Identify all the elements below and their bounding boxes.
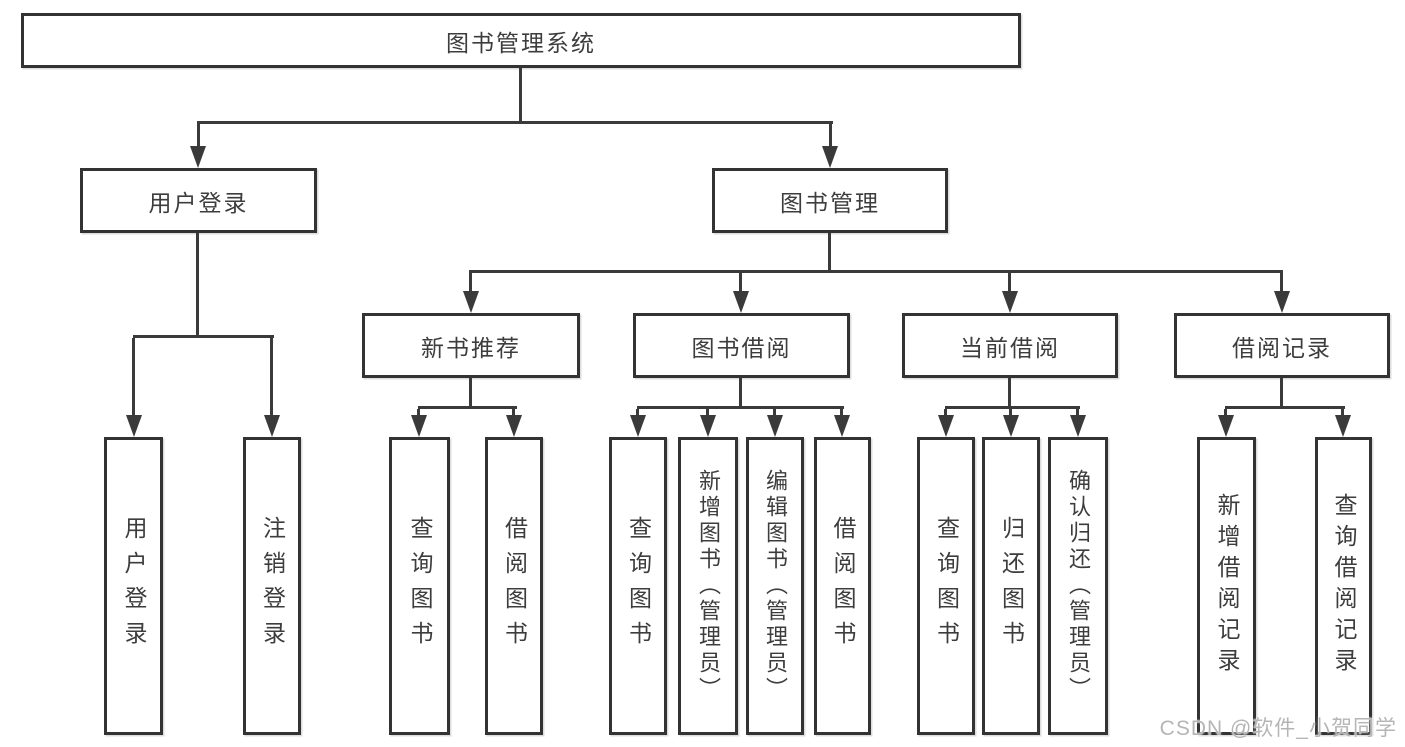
- leaf-logout-login: 注销登录: [243, 437, 301, 735]
- connector-stem: [196, 233, 199, 338]
- node-library-management-system: 图书管理系统: [21, 13, 1021, 68]
- arrow-down-icon: [1070, 415, 1086, 437]
- leaf-confirm-return-admin: 确认归还（管理员）: [1048, 437, 1108, 735]
- node-current-borrowing: 当前借阅: [902, 313, 1118, 378]
- connector-shaft: [1076, 409, 1079, 417]
- arrow-down-icon: [411, 415, 427, 437]
- arrow-down-icon: [733, 291, 749, 313]
- leaf-label: 查询图书: [407, 516, 433, 656]
- leaf-label: 编辑图书（管理员）: [763, 469, 788, 703]
- watermark: CSDN @软件_小贺同学: [1159, 717, 1397, 740]
- connector-shaft: [1280, 273, 1283, 293]
- connector-bar: [945, 406, 1080, 409]
- arrow-down-icon: [938, 415, 954, 437]
- arrow-down-icon: [1002, 291, 1018, 313]
- connector-shaft: [469, 273, 472, 293]
- connector-shaft: [132, 338, 135, 417]
- leaf-query-books-recommend: 查询图书: [389, 437, 450, 735]
- connector-bar: [133, 335, 274, 338]
- leaf-label: 借阅图书: [501, 516, 528, 656]
- connector-shaft: [773, 409, 776, 417]
- leaf-label: 新增图书（管理员）: [696, 469, 721, 703]
- connector-shaft: [1224, 409, 1227, 417]
- leaf-user-login: 用户登录: [104, 437, 163, 735]
- connector-stem: [469, 378, 472, 409]
- leaf-return-book: 归还图书: [982, 437, 1040, 735]
- node-label: 图书管理: [780, 189, 880, 216]
- leaf-borrow-books: 借阅图书: [814, 437, 871, 735]
- connector-bar: [1225, 406, 1345, 409]
- node-book-borrowing: 图书借阅: [633, 313, 850, 378]
- connector-shaft: [512, 409, 515, 417]
- connector-shaft: [1008, 273, 1011, 293]
- connector-shaft: [739, 273, 742, 293]
- leaf-label: 借阅图书: [830, 516, 856, 656]
- arrow-down-icon: [1218, 415, 1234, 437]
- node-label: 图书借阅: [691, 334, 792, 361]
- connector-bar: [197, 121, 833, 124]
- node-label: 当前借阅: [960, 334, 1060, 361]
- arrow-down-icon: [264, 415, 280, 437]
- connector-shaft: [706, 409, 709, 417]
- node-user-login: 用户登录: [80, 168, 317, 233]
- connector-bar: [418, 406, 517, 409]
- leaf-label: 归还图书: [998, 516, 1025, 656]
- node-book-management: 图书管理: [712, 168, 948, 233]
- leaf-borrow-books-recommend: 借阅图书: [485, 437, 543, 735]
- leaf-query-books-current: 查询图书: [917, 437, 975, 735]
- arrow-down-icon: [126, 415, 142, 437]
- leaf-label: 用户登录: [121, 516, 147, 656]
- node-new-book-recommendation: 新书推荐: [362, 313, 580, 378]
- leaf-add-borrow-record: 新增借阅记录: [1197, 437, 1256, 735]
- arrow-down-icon: [822, 146, 838, 168]
- leaf-label: 查询图书: [933, 516, 960, 656]
- connector-stem: [739, 378, 742, 409]
- node-borrowing-records: 借阅记录: [1174, 313, 1390, 378]
- arrow-down-icon: [700, 415, 716, 437]
- arrow-down-icon: [463, 291, 479, 313]
- node-label: 用户登录: [148, 189, 249, 216]
- connector-shaft: [1341, 409, 1344, 417]
- leaf-query-books-borrow: 查询图书: [609, 437, 667, 735]
- arrow-down-icon: [506, 415, 522, 437]
- connector-shaft: [636, 409, 639, 417]
- connector-shaft: [417, 409, 420, 417]
- leaf-label: 新增借阅记录: [1214, 493, 1240, 679]
- leaf-query-borrow-record: 查询借阅记录: [1315, 437, 1372, 735]
- connector-shaft: [829, 124, 832, 148]
- leaf-edit-book-admin: 编辑图书（管理员）: [746, 437, 804, 735]
- arrow-down-icon: [190, 146, 206, 168]
- connector-bar: [637, 406, 844, 409]
- connector-stem: [519, 68, 522, 121]
- arrow-down-icon: [1274, 291, 1290, 313]
- connector-shaft: [840, 409, 843, 417]
- node-label: 借阅记录: [1232, 334, 1332, 361]
- connector-shaft: [197, 124, 200, 148]
- leaf-label: 查询图书: [625, 516, 652, 656]
- connector-shaft: [1009, 409, 1012, 417]
- connector-stem: [1280, 378, 1283, 409]
- node-label: 图书管理系统: [446, 29, 596, 56]
- arrow-down-icon: [630, 415, 646, 437]
- connector-stem: [828, 233, 831, 273]
- leaf-label: 查询借阅记录: [1331, 493, 1357, 679]
- leaf-add-book-admin: 新增图书（管理员）: [678, 437, 738, 735]
- connector-stem: [1008, 378, 1011, 409]
- connector-bar: [469, 270, 1283, 273]
- leaf-label: 注销登录: [259, 516, 286, 656]
- connector-shaft: [944, 409, 947, 417]
- node-label: 新书推荐: [421, 334, 521, 361]
- arrow-down-icon: [1335, 415, 1351, 437]
- arrow-down-icon: [1003, 415, 1019, 437]
- leaf-label: 确认归还（管理员）: [1066, 469, 1091, 703]
- connector-shaft: [270, 338, 273, 417]
- arrow-down-icon: [834, 415, 850, 437]
- arrow-down-icon: [767, 415, 783, 437]
